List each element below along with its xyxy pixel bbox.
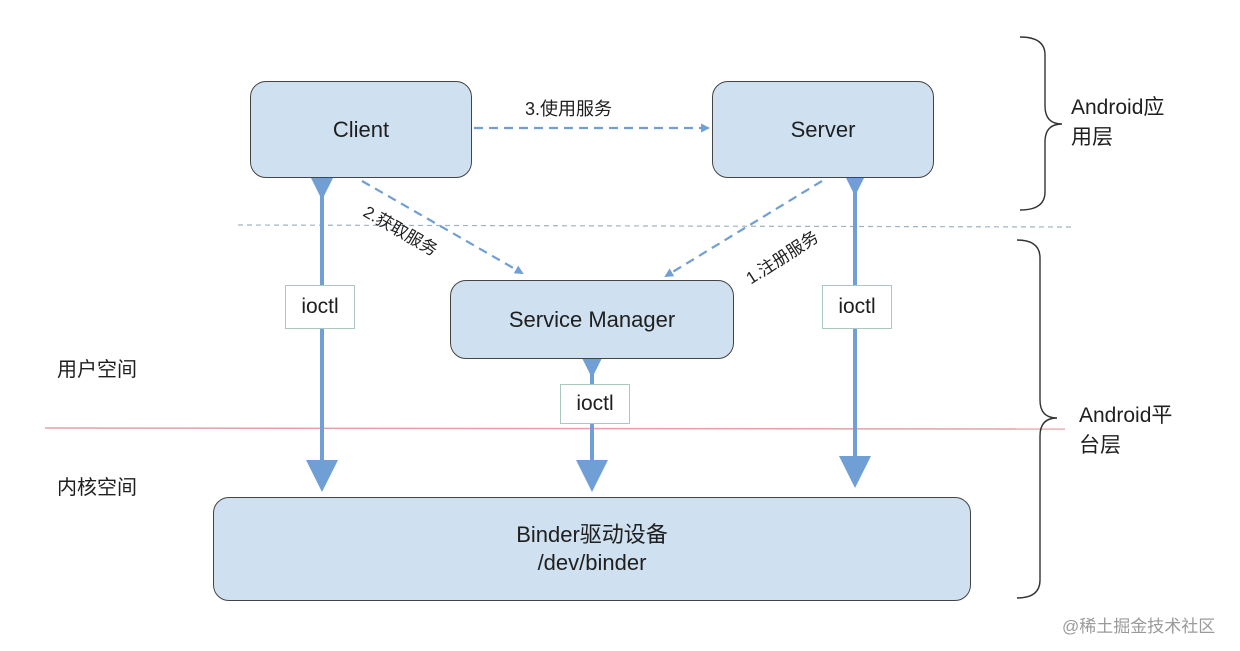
watermark: @稀土掘金技术社区 xyxy=(1062,617,1216,636)
use-service-label: 3.使用服务 xyxy=(525,99,613,119)
ioctl-center-label: ioctl xyxy=(560,384,630,424)
user-space-label: 用户空间 xyxy=(57,359,137,381)
register-service-arrow xyxy=(664,180,823,278)
server-node: Server xyxy=(712,81,934,178)
get-service-arrow xyxy=(361,180,524,274)
app-layer-label: Android应用层 xyxy=(1071,96,1165,149)
ioctl-right-text: ioctl xyxy=(838,295,876,318)
ioctl-center-text: ioctl xyxy=(576,392,614,415)
ioctl-right-label: ioctl xyxy=(822,285,892,329)
layer-divider-line xyxy=(237,224,1073,228)
ioctl-left-label: ioctl xyxy=(285,285,355,329)
binder-device-path: /dev/binder xyxy=(537,550,647,575)
app-layer-brace xyxy=(1019,36,1063,211)
ioctl-left-text: ioctl xyxy=(301,295,339,318)
client-label: Client xyxy=(332,116,390,142)
binder-driver-node: Binder驱动设备 /dev/binder xyxy=(213,497,971,601)
service-manager-label: Service Manager xyxy=(508,306,676,332)
user-kernel-divider-line xyxy=(44,427,1066,430)
client-node: Client xyxy=(250,81,472,178)
binder-driver-label: Binder驱动设备 xyxy=(516,522,668,547)
platform-layer-brace xyxy=(1016,239,1058,599)
server-label: Server xyxy=(790,116,856,142)
kernel-space-label: 内核空间 xyxy=(57,477,137,499)
service-manager-node: Service Manager xyxy=(450,280,734,359)
platform-layer-label: Android平台层 xyxy=(1079,404,1173,457)
